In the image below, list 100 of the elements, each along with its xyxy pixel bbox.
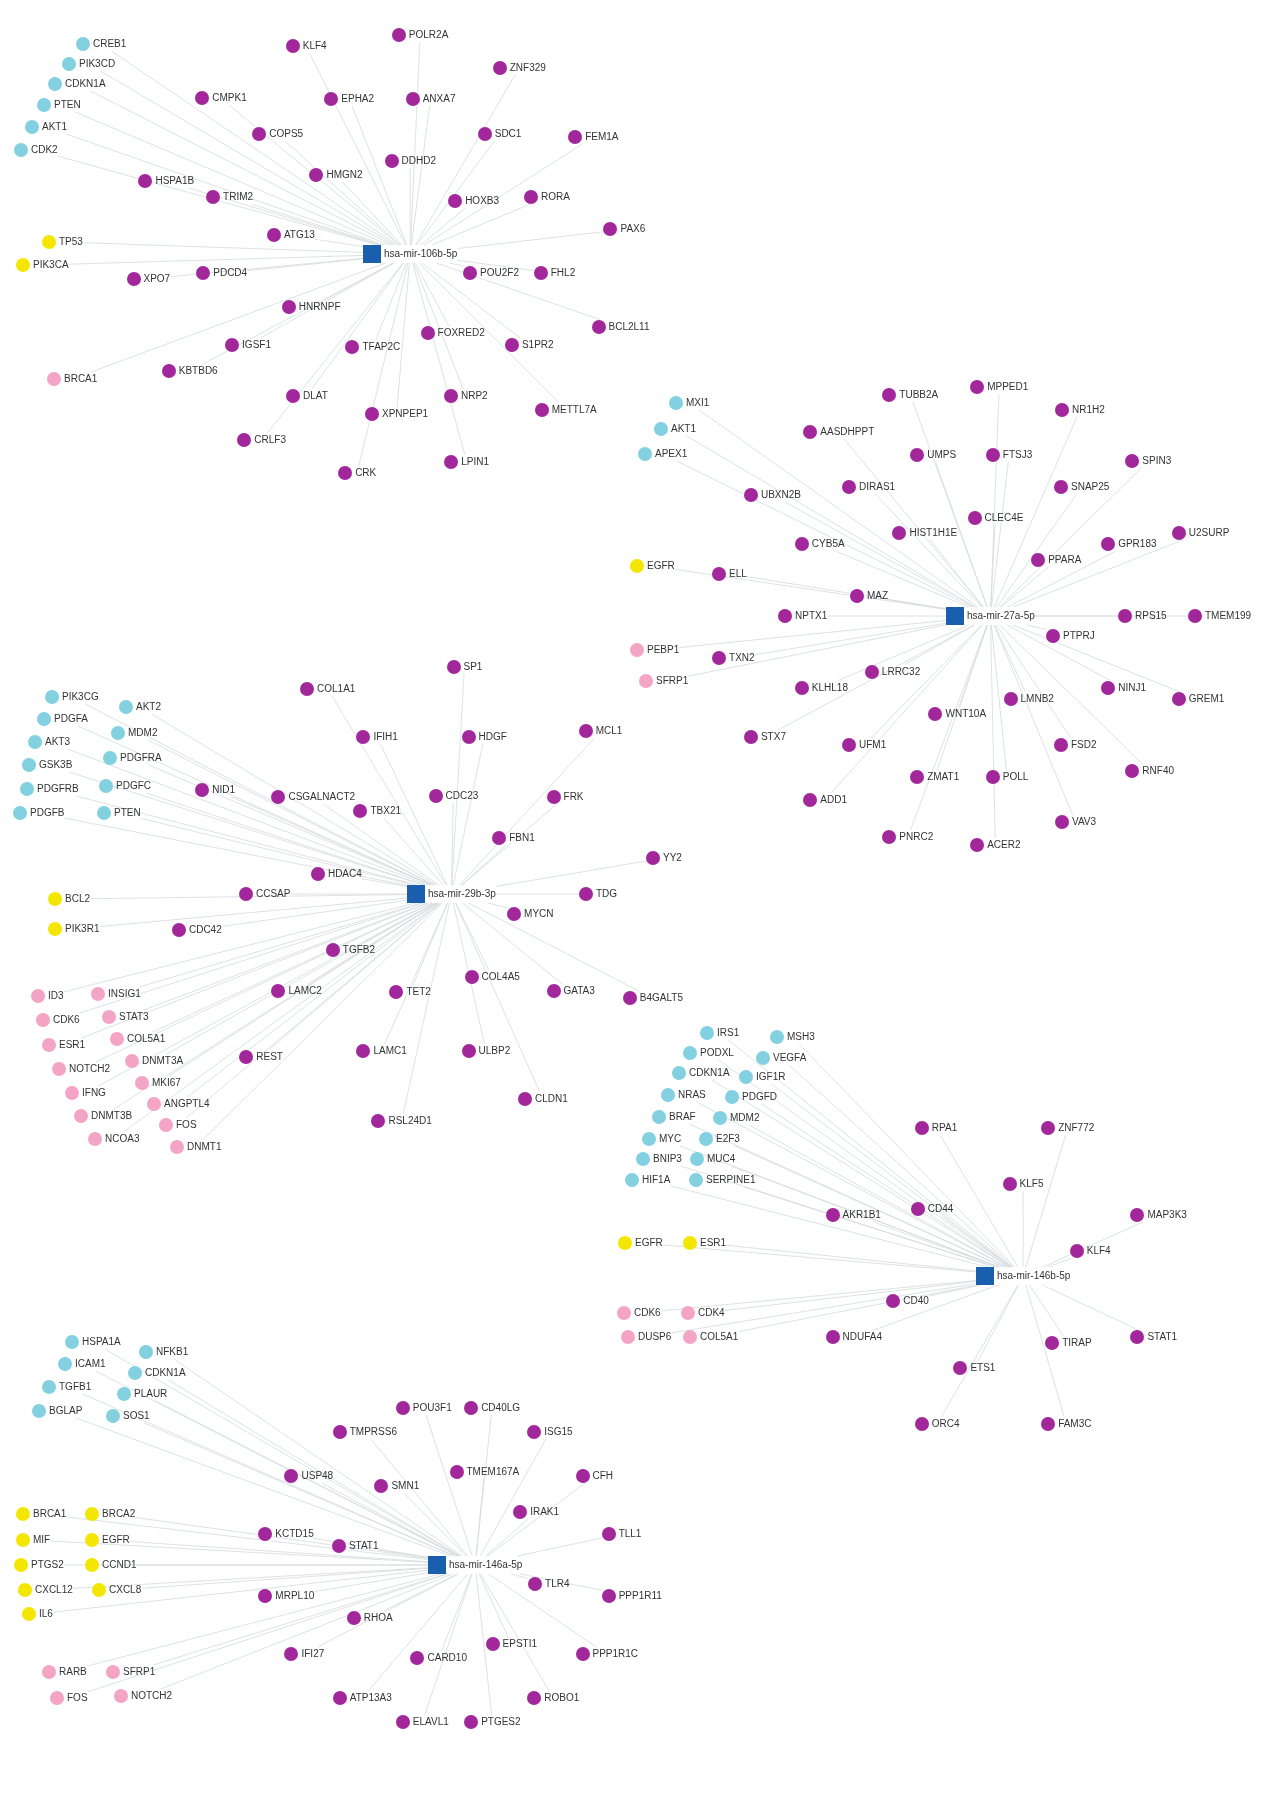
connector-line [414, 262, 450, 327]
gene-label: BRCA1 [33, 1508, 67, 1520]
connector-line [1042, 1221, 1144, 1268]
gene-label: CCND1 [102, 1559, 137, 1571]
gene-label: LAMC1 [373, 1044, 407, 1057]
connector-line [380, 743, 448, 886]
gene-label: VEGFA [773, 1052, 807, 1064]
connector-line [872, 1221, 999, 1268]
gene-label: RNF40 [1142, 764, 1175, 777]
connector-line [65, 1516, 429, 1560]
gene-label: FOXRED2 [437, 327, 485, 339]
gene-label: POLR2A [408, 29, 449, 42]
gene-label: TUBB2A [899, 388, 939, 401]
connector-line [698, 409, 979, 608]
gene-label: AKT1 [42, 121, 67, 133]
connector-line [1012, 624, 1181, 693]
gene-label: CFH [592, 1470, 614, 1483]
connector-line [140, 817, 415, 886]
connector-line [485, 1518, 529, 1557]
connector-line [412, 262, 466, 456]
gene-label: CD40 [903, 1294, 929, 1307]
gene-label: CLDN1 [534, 1092, 568, 1105]
gene-label: ADD1 [820, 793, 848, 806]
connector-line [929, 539, 984, 608]
gene-label: E2F3 [716, 1133, 740, 1145]
gene-label: NDUFA4 [842, 1331, 882, 1344]
connector-line [260, 262, 395, 339]
gene-label: DDHD2 [401, 154, 436, 167]
gene-label: KLF5 [1019, 1178, 1044, 1191]
gene-label: CRK [355, 466, 377, 479]
gene-label: INSIG1 [108, 988, 141, 1000]
gene-label: CDK6 [53, 1014, 80, 1026]
gene-label: ESR1 [700, 1237, 727, 1249]
gene-label: LAMC2 [288, 985, 322, 997]
gene-label: RHOA [363, 1611, 393, 1624]
gene-label: TMPRSS6 [349, 1425, 397, 1438]
gene-label: SPIN3 [1142, 455, 1172, 468]
gene-label: B4GALT5 [639, 992, 683, 1005]
gene-label: HMGN2 [326, 169, 363, 181]
connector-line [68, 255, 364, 265]
gene-label: SFRP1 [123, 1666, 156, 1678]
connector-line [266, 262, 404, 434]
connector-line [309, 52, 407, 246]
connector-line [451, 673, 465, 886]
gene-label: CDKN1A [145, 1367, 186, 1379]
gene-label: DUSP6 [638, 1331, 672, 1343]
gene-label: CDC23 [445, 789, 479, 802]
connector-line [331, 695, 447, 886]
connector-line [844, 439, 984, 608]
connector-line [322, 803, 439, 886]
gene-label: LRRC32 [881, 665, 921, 678]
connector-line [152, 902, 433, 1033]
gene-label: CYB5A [811, 538, 845, 551]
connector-line [674, 568, 947, 610]
connector-line [321, 1482, 459, 1557]
gene-label: ZNF772 [1058, 1122, 1095, 1135]
gene-label: PDGFD [742, 1091, 777, 1103]
gene-label: PIK3CD [79, 58, 116, 70]
gene-label: PDGFB [30, 807, 65, 819]
connector-line [939, 1134, 1019, 1268]
connector-line [202, 262, 394, 365]
connector-line [189, 187, 381, 246]
gene-label: UBXN2B [760, 488, 801, 501]
gene-label: RSL24D1 [388, 1115, 432, 1128]
gene-label: TP53 [59, 236, 83, 248]
connector-line [696, 1101, 1007, 1268]
gene-label: PIK3CG [62, 691, 99, 703]
mirna-label: hsa-mir-29b-3p [428, 888, 496, 900]
mirna-label: hsa-mir-146a-5p [449, 1559, 523, 1571]
gene-label: ISG15 [544, 1425, 573, 1438]
connector-line [480, 1573, 550, 1692]
gene-label: NINJ1 [1118, 681, 1146, 694]
gene-label: ZNF329 [509, 61, 546, 74]
connector-line [57, 155, 379, 246]
connector-line [457, 259, 535, 271]
connector-line [75, 795, 418, 886]
mirna-label: hsa-mir-27a-5p [967, 610, 1035, 622]
gene-label: MDM2 [730, 1112, 760, 1124]
connector-line [425, 1414, 473, 1557]
connector-line [90, 262, 387, 373]
connector-line [342, 181, 403, 246]
gene-label: AKT1 [671, 423, 696, 435]
connector-line [82, 1393, 455, 1557]
connector-line [990, 624, 1007, 771]
gene-label: PDGFA [54, 713, 88, 725]
connector-line [169, 258, 364, 277]
gene-label: EGFR [647, 560, 675, 572]
connector-line [777, 624, 975, 731]
gene-label: SFRP1 [656, 675, 689, 687]
gene-label: FSD2 [1071, 739, 1097, 751]
connector-line [486, 1482, 586, 1557]
connector-line [314, 238, 364, 248]
gene-label: TGFB1 [59, 1381, 92, 1393]
gene-label: MDM2 [128, 727, 158, 739]
connector-line [384, 902, 448, 1045]
connector-line [519, 1573, 603, 1591]
gene-label: CDKN1A [65, 78, 106, 90]
connector-line [74, 111, 390, 246]
gene-label: ESR1 [59, 1039, 86, 1051]
gene-label: AASDHPPT [820, 426, 875, 439]
